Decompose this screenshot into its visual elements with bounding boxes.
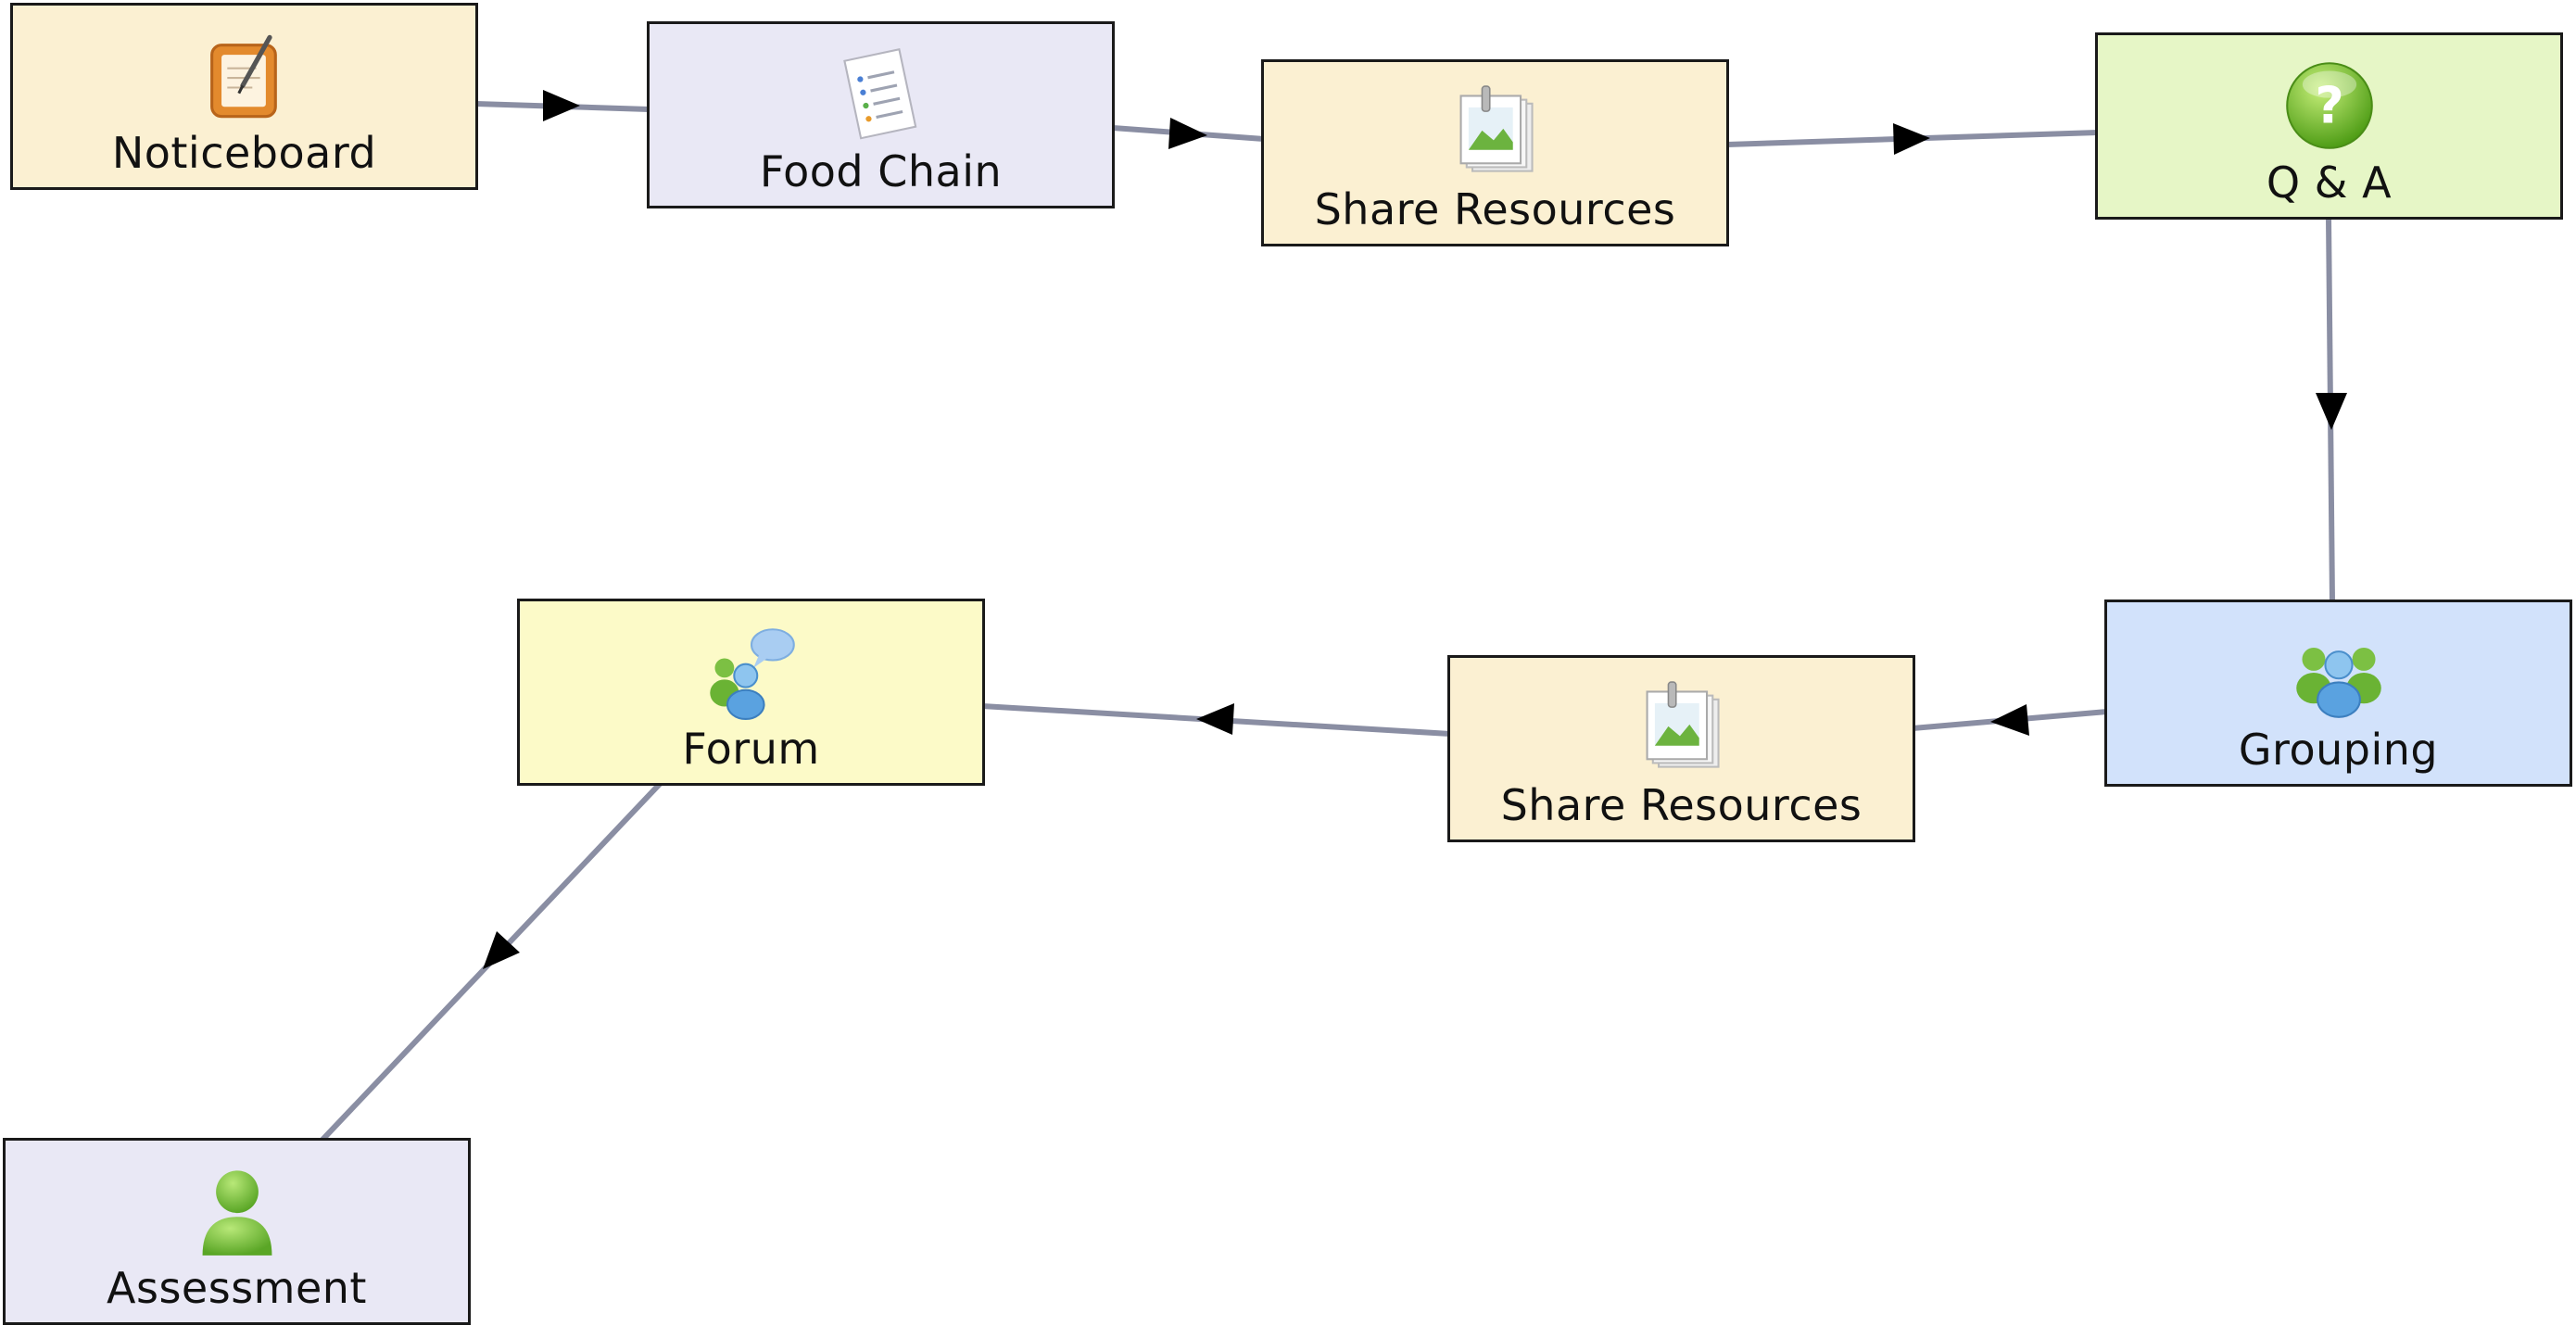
edge-qa-grouping: [2316, 217, 2347, 603]
node-label: Share Resources: [1314, 184, 1676, 234]
node-label: Q & A: [2266, 158, 2393, 208]
node-food-chain[interactable]: Food Chain: [647, 21, 1115, 208]
edge-forum-assessment: [320, 781, 663, 1142]
forum-chat-icon: [709, 628, 795, 720]
user-icon: [202, 1170, 271, 1256]
photo-stack-icon: [1459, 85, 1534, 172]
node-share-resources-1[interactable]: Share Resources: [1261, 59, 1729, 246]
edge-grouping-share2: [1912, 704, 2108, 736]
edge-share2-forum: [981, 703, 1451, 737]
node-label: Grouping: [2238, 725, 2439, 775]
edge-share1-qa: [1726, 123, 2099, 155]
node-noticeboard[interactable]: Noticeboard: [10, 3, 478, 190]
node-label: Share Resources: [1500, 780, 1863, 830]
node-forum[interactable]: Forum: [517, 599, 985, 786]
node-label: Noticeboard: [111, 128, 377, 178]
svg-text:?: ?: [2315, 77, 2343, 135]
node-q-and-a[interactable]: ? Q & A: [2095, 32, 2563, 220]
node-label: Assessment: [107, 1263, 367, 1313]
document-list-icon: [842, 47, 916, 140]
user-group-icon: [2295, 647, 2381, 718]
edge-foodchain-share1: [1112, 118, 1265, 149]
node-assessment[interactable]: Assessment: [3, 1138, 471, 1325]
noticeboard-icon: [209, 34, 277, 119]
node-label: Forum: [682, 724, 820, 774]
edge-noticeboard-foodchain: [475, 90, 650, 121]
node-label: Food Chain: [759, 146, 1003, 196]
node-grouping[interactable]: Grouping: [2104, 600, 2572, 787]
node-share-resources-2[interactable]: Share Resources: [1447, 655, 1915, 842]
photo-stack-icon: [1646, 681, 1720, 768]
question-mark-icon: ?: [2285, 62, 2373, 149]
